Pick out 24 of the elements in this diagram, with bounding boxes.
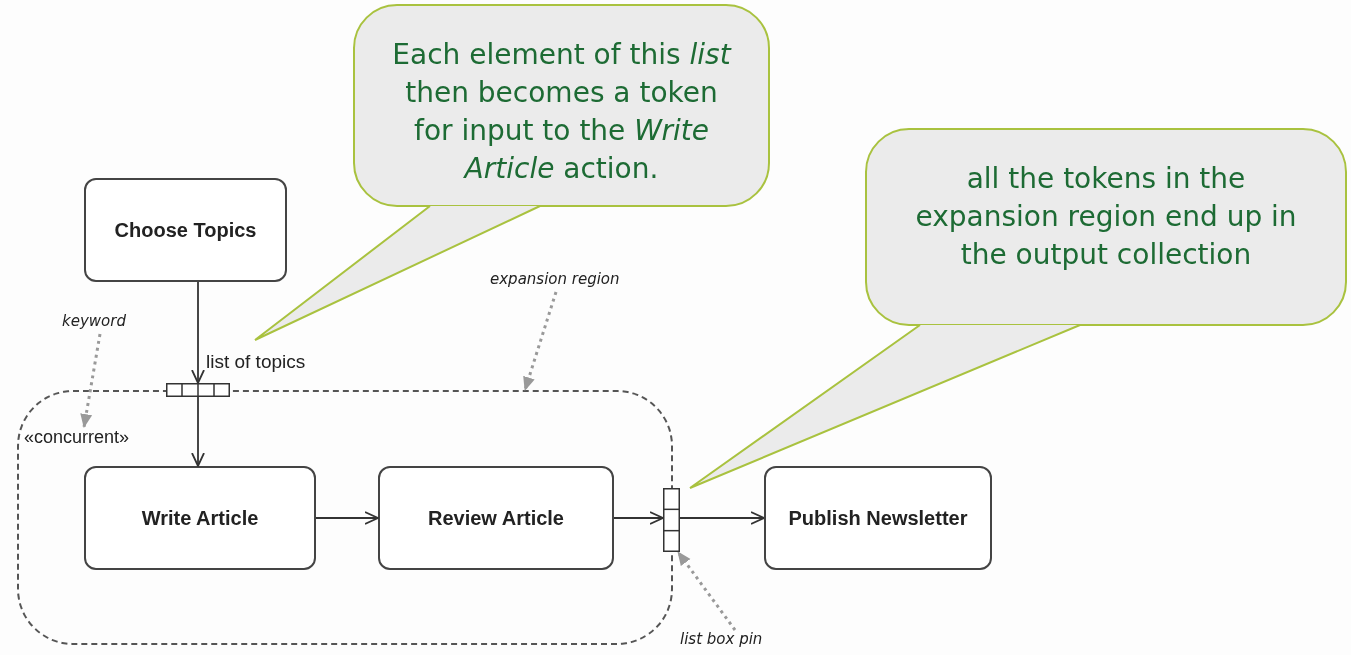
action-box: Publish Newsletter bbox=[764, 466, 992, 570]
callout-text: Each element of this list then becomes a token for input to the Write Article action. bbox=[391, 37, 733, 187]
action-box: Review Article bbox=[378, 466, 614, 570]
action-box: Write Article bbox=[84, 466, 316, 570]
annotation-text: keyword bbox=[62, 312, 126, 330]
arrow bbox=[613, 511, 664, 525]
leader-line bbox=[523, 291, 558, 391]
list-box-pin bbox=[166, 383, 230, 397]
arrow bbox=[679, 511, 765, 525]
expansion-region bbox=[17, 390, 673, 645]
callout-text: all the tokens in the expansion region end up in the output collection bbox=[914, 161, 1298, 273]
action-box: Choose Topics bbox=[84, 178, 287, 282]
callout-pointer bbox=[689, 324, 1081, 489]
annotation-text: list box pin bbox=[680, 630, 763, 648]
arrow bbox=[191, 281, 205, 384]
callout-pointer bbox=[254, 205, 541, 341]
list-box-pin bbox=[663, 488, 680, 552]
speech-bubble bbox=[865, 128, 1347, 326]
stereotype-label: «concurrent» bbox=[24, 427, 130, 448]
leader-line bbox=[80, 333, 102, 428]
annotation-text: expansion region bbox=[490, 270, 620, 288]
arrow bbox=[315, 511, 379, 525]
arrow bbox=[191, 396, 205, 467]
leader-line bbox=[676, 551, 737, 631]
